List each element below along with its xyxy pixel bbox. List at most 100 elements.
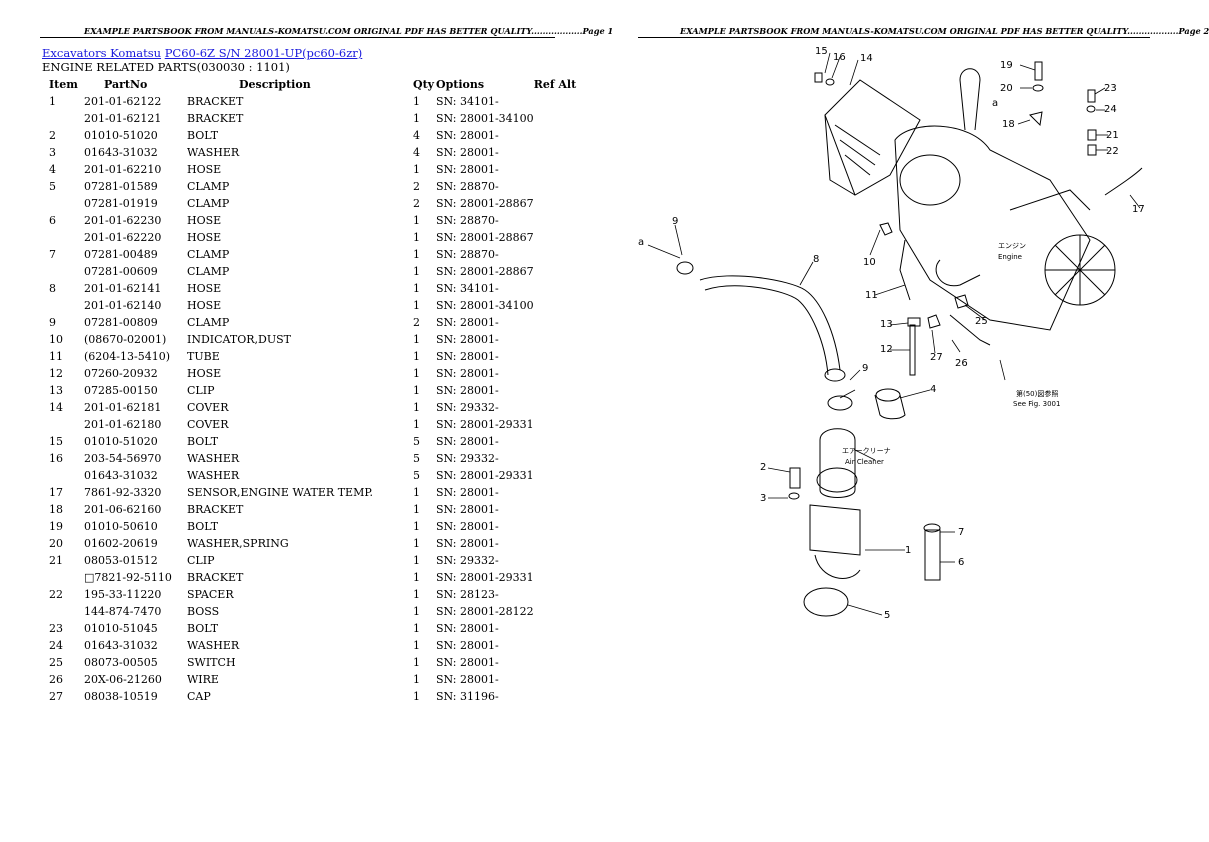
cell-qty: 1 <box>413 282 420 295</box>
parts-diagram: 1234567899101112131415161718192021222324… <box>638 46 1145 621</box>
cell-partno: 07281-01589 <box>84 180 158 193</box>
callout-number: 25 <box>975 316 988 327</box>
cell-partno: 07281-01919 <box>84 197 158 210</box>
cell-description: CLAMP <box>187 180 230 193</box>
cell-options: SN: 28001- <box>436 316 499 329</box>
cell-description: SPACER <box>187 588 234 601</box>
cell-item: 17 <box>49 486 63 499</box>
cell-ref-alt <box>534 297 577 314</box>
callout-number: 27 <box>930 352 943 363</box>
cell-qty: 1 <box>413 384 420 397</box>
cell-qty: 4 <box>413 129 420 142</box>
cell-description: WASHER <box>187 146 240 159</box>
see-fig-label-jp: 第(50)図参照 <box>1016 389 1058 398</box>
cell-item: 25 <box>49 656 63 669</box>
cell-qty: 1 <box>413 690 420 703</box>
column-header-qty: Qty <box>413 78 435 91</box>
cell-ref-alt <box>534 654 577 671</box>
cell-item: 14 <box>49 401 63 414</box>
cell-options: SN: 28001- <box>436 673 499 686</box>
cell-ref-alt <box>534 110 577 127</box>
cell-qty: 5 <box>413 452 420 465</box>
cell-qty: 2 <box>413 180 420 193</box>
cell-partno: 7861-92-3320 <box>84 486 162 499</box>
cell-partno: 20X-06-21260 <box>84 673 162 686</box>
cell-description: BOSS <box>187 605 220 618</box>
cell-ref-alt <box>534 365 577 382</box>
cell-description: TUBE <box>187 350 220 363</box>
cover-part-shape <box>824 79 921 196</box>
callout-number: 7 <box>958 527 964 538</box>
cell-partno: 08053-01512 <box>84 554 158 567</box>
callout-number: 17 <box>1132 204 1145 215</box>
callout-number: 24 <box>1104 104 1117 115</box>
cell-ref-alt <box>534 144 577 161</box>
cell-description: CLIP <box>187 384 215 397</box>
cell-description: HOSE <box>187 214 222 227</box>
cell-qty: 2 <box>413 316 420 329</box>
cell-item <box>42 297 84 314</box>
cell-partno: 07260-20932 <box>84 367 158 380</box>
cell-ref-alt <box>534 178 577 195</box>
cell-description: HOSE <box>187 282 222 295</box>
cell-partno: 201-01-62141 <box>84 282 162 295</box>
cell-ref-alt <box>534 314 577 331</box>
cell-options: SN: 28001- <box>436 656 499 669</box>
cell-options: SN: 29332- <box>436 401 499 414</box>
cell-partno: 08073-00505 <box>84 656 158 669</box>
cell-options: SN: 28001- <box>436 537 499 550</box>
cell-ref-alt <box>534 552 577 569</box>
diagram-callouts: 1234567899101112131415161718192021222324… <box>638 46 1145 621</box>
cell-item: 5 <box>49 180 56 193</box>
cell-ref-alt <box>534 399 577 416</box>
cell-options: SN: 28001- <box>436 639 499 652</box>
callout-number: 16 <box>833 52 846 63</box>
cell-item: 23 <box>49 622 63 635</box>
cell-options: SN: 28001- <box>436 486 499 499</box>
callout-number: 18 <box>1002 119 1015 130</box>
cell-qty: 1 <box>413 248 420 261</box>
cell-qty: 1 <box>413 571 420 584</box>
cell-ref-alt <box>534 433 577 450</box>
cell-item: 27 <box>49 690 63 703</box>
cell-item: 15 <box>49 435 63 448</box>
cell-description: WASHER <box>187 452 240 465</box>
cell-item: 22 <box>49 588 63 601</box>
cell-description: BOLT <box>187 622 219 635</box>
cell-description: SWITCH <box>187 656 236 669</box>
callout-number: 13 <box>880 319 893 330</box>
callout-number: 6 <box>958 557 964 568</box>
callout-number: 19 <box>1000 60 1013 71</box>
cell-qty: 1 <box>413 673 420 686</box>
cell-options: SN: 28001- <box>436 129 499 142</box>
air-cleaner-label-jp: エアークリーナ <box>842 447 891 455</box>
cell-partno: 01010-51020 <box>84 129 158 142</box>
cell-qty: 1 <box>413 350 420 363</box>
cell-qty: 1 <box>413 367 420 380</box>
breadcrumb-link-model[interactable]: PC60-6Z S/N 28001-UP(pc60-6zr) <box>164 46 363 60</box>
cell-ref-alt <box>534 671 577 688</box>
callout-number: a <box>992 98 998 109</box>
cell-ref-alt <box>534 637 577 654</box>
page1-header: EXAMPLE PARTSBOOK FROM MANUALS-KOMATSU.C… <box>84 26 614 36</box>
cell-description: CLAMP <box>187 248 230 261</box>
cell-partno: 07285-00150 <box>84 384 158 397</box>
cell-ref-alt <box>534 501 577 518</box>
cell-options: SN: 28001-28867 <box>436 197 534 210</box>
cell-description: BOLT <box>187 520 219 533</box>
breadcrumb-link-category[interactable]: Excavators Komatsu <box>42 46 162 60</box>
cell-item: 16 <box>49 452 63 465</box>
column-header-options: Options <box>436 78 485 91</box>
